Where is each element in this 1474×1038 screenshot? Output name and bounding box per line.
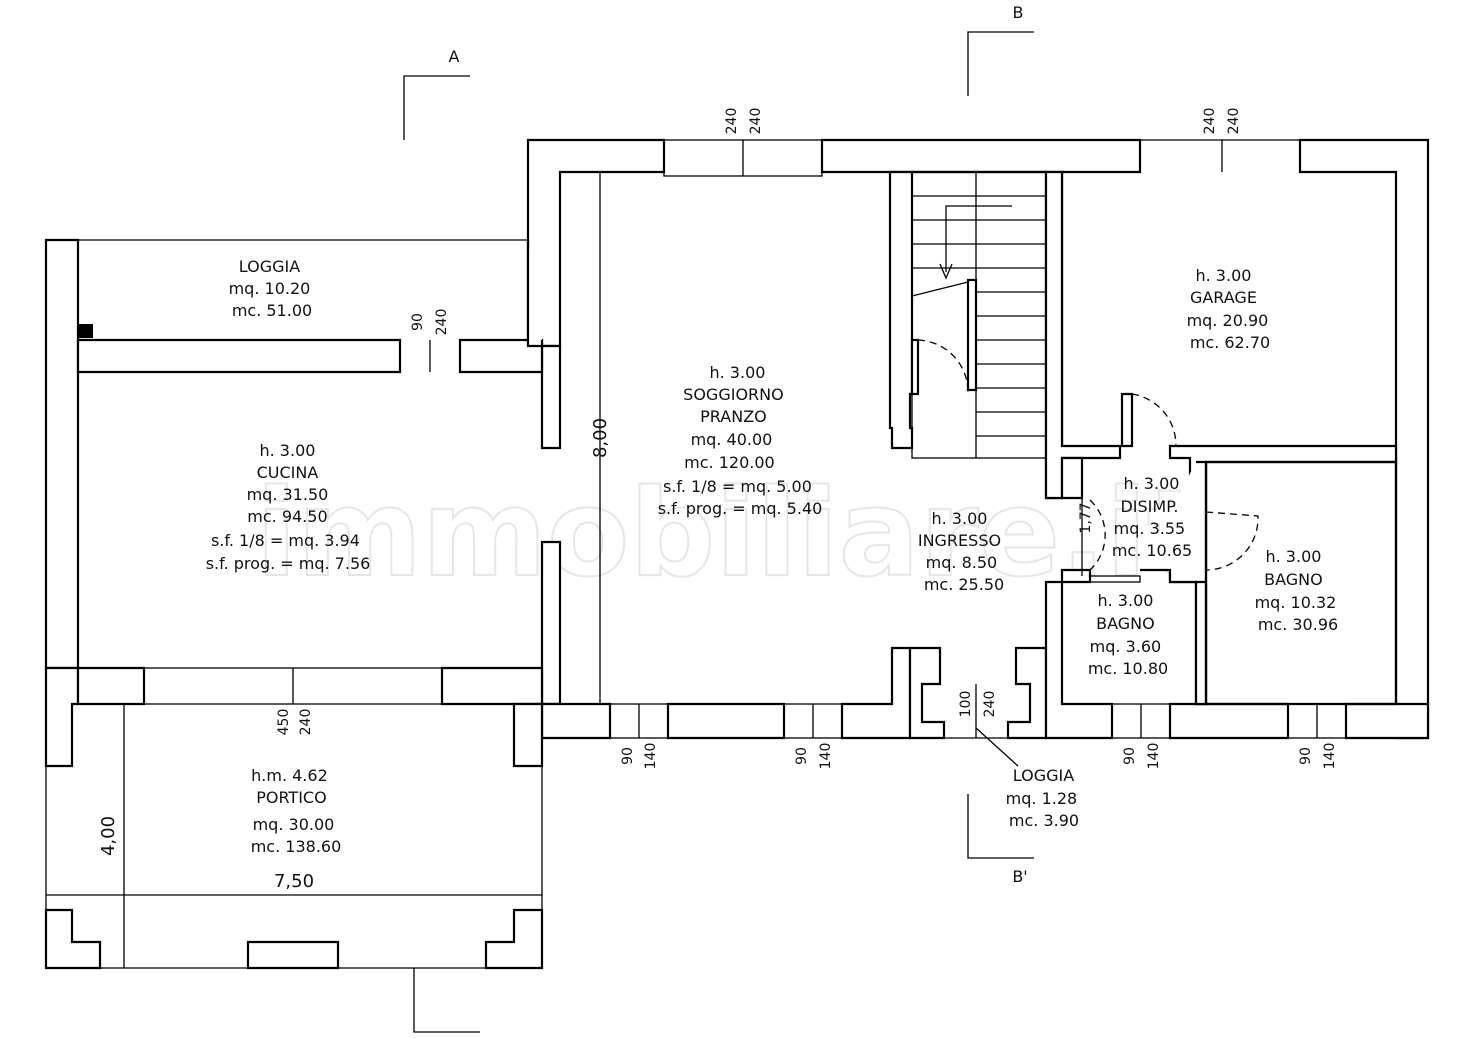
outer-wall-south-5: [1168, 702, 1290, 740]
bagno-divider: [1194, 580, 1208, 706]
room-labels: LOGGIA mq. 10.20 mc. 51.00 h. 3.00 CUCIN…: [206, 257, 1342, 856]
outer-wall-north-2: [820, 138, 1142, 174]
window-dim-bagno-large-a: 90: [1298, 747, 1314, 765]
kitchen-south-wall-1: [76, 666, 146, 706]
living-east-wall: [888, 170, 914, 450]
door-swings: [917, 339, 1259, 571]
stair-wall-left: [912, 170, 1064, 500]
dim-disimp-width: 1,77: [1078, 502, 1094, 533]
kitchen-west-lower: [44, 666, 80, 768]
kitchen-east-upper: [526, 240, 544, 348]
window-dim-soggiorno-top-b: 240: [748, 108, 764, 135]
room-label-loggia-s: LOGGIA mq. 1.28 mc. 3.90: [1006, 766, 1083, 830]
living-west-upper-pier: [540, 344, 562, 450]
outer-wall-south-1: [540, 702, 612, 740]
ingresso-pier-right: [1006, 646, 1048, 740]
outer-wall-south-6: [1344, 702, 1430, 740]
living-west-lower-pier: [540, 540, 562, 706]
dim-soggiorno-height: 8,00: [590, 418, 611, 458]
thin-lines: [45, 139, 1347, 969]
loggia-south-wall-1: [76, 338, 402, 374]
window-dim-cucina-loggia-a: 90: [410, 313, 426, 331]
section-mark-b: B: [1013, 3, 1024, 22]
room-label-bagno-large: h. 3.00 BAGNO mq. 10.32 mc. 30.96: [1255, 547, 1342, 634]
disimp-west-wall: [1060, 456, 1084, 500]
room-label-bagno-small: h. 3.00 BAGNO mq. 3.60 mc. 10.80: [1088, 591, 1168, 678]
outer-wall-south-2: [666, 702, 786, 740]
disimp-south-wall: [1060, 568, 1092, 584]
window-dim-soggiorno-top-a: 240: [724, 108, 740, 135]
room-label-garage: h. 3.00 GARAGE mq. 20.90 mc. 62.70: [1187, 266, 1274, 352]
stair-post-2: [910, 338, 920, 396]
ingresso-pier-left: [908, 646, 946, 740]
portico-center-block: [246, 940, 340, 970]
window-dimensions: 240 240 240 240 90 240 450 240 90 140 90…: [276, 108, 1338, 770]
room-label-cucina: h. 3.00 CUCINA mq. 31.50 mc. 94.50 s.f. …: [206, 441, 371, 573]
dim-portico-width: 7,50: [274, 871, 314, 892]
kitchen-west-wall: [44, 238, 80, 670]
outer-wall-east: [1298, 138, 1430, 740]
window-dim-bagno-large-b: 140: [1322, 743, 1338, 770]
stair-post: [966, 278, 978, 392]
section-mark-b-prime: B': [1012, 867, 1027, 886]
window-dim-soggiorno-bottom-1a: 90: [620, 747, 636, 765]
window-dim-soggiorno-bottom-1b: 140: [643, 743, 659, 770]
window-dim-soggiorno-bottom-2a: 90: [794, 747, 810, 765]
loggia-south-wall-2: [458, 338, 544, 374]
overall-dimensions: 8,00 4,00 7,50 1,77: [98, 418, 1094, 892]
portico-pier-right: [484, 908, 544, 970]
portico-east-pier: [512, 702, 544, 768]
outer-wall-south-3: [840, 646, 912, 740]
window-dim-ingresso-a: 100: [958, 691, 974, 718]
window-dim-soggiorno-bottom-2b: 140: [818, 743, 834, 770]
window-dim-cucina-portico-a: 450: [276, 709, 292, 736]
window-dim-cucina-loggia-b: 240: [434, 309, 450, 336]
window-dim-ingresso-b: 240: [982, 691, 998, 718]
window-dim-bagno-small-b: 140: [1146, 743, 1162, 770]
outer-wall-north: [526, 138, 666, 348]
section-mark-a: A: [449, 47, 460, 66]
window-dim-bagno-small-a: 90: [1122, 747, 1138, 765]
dim-portico-depth: 4,00: [98, 816, 119, 856]
section-marks: A B B': [403, 3, 1034, 1033]
room-label-ingresso: h. 3.00 INGRESSO mq. 8.50 mc. 25.50: [918, 509, 1006, 594]
room-label-portico: h.m. 4.62 PORTICO mq. 30.00 mc. 138.60: [251, 766, 342, 856]
room-label-disimp: h. 3.00 DISIMP. mq. 3.55 mc. 10.65: [1112, 474, 1192, 560]
kitchen-south-wall-2: [440, 666, 544, 706]
room-label-soggiorno: h. 3.00 SOGGIORNO PRANZO mq. 40.00 mc. 1…: [658, 363, 823, 518]
chimney-icon: [79, 324, 93, 338]
window-dim-garage-top-a: 240: [1202, 108, 1218, 135]
portico-pier-left: [44, 908, 102, 970]
window-dim-cucina-portico-b: 240: [298, 709, 314, 736]
room-label-loggia-nw: LOGGIA mq. 10.20 mc. 51.00: [229, 257, 316, 320]
stair-east-wall: [1044, 170, 1134, 500]
bagno-large-rect: [1204, 460, 1398, 706]
window-dim-garage-top-b: 240: [1226, 108, 1242, 135]
